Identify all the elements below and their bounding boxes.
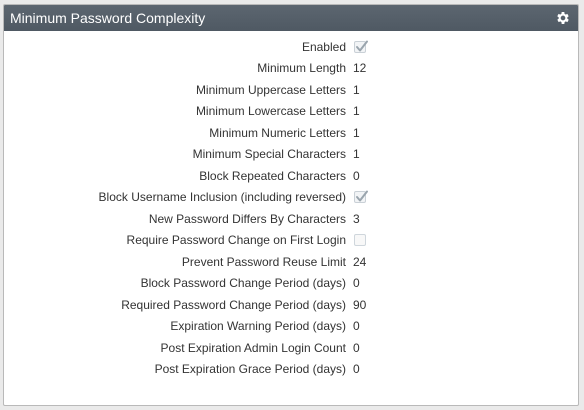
setting-row-post-expiration-admin-login-count: Post Expiration Admin Login Count 0 — [4, 337, 578, 359]
require-password-change-on-first-login-checkbox[interactable] — [354, 234, 366, 247]
setting-row-prevent-password-reuse-limit: Prevent Password Reuse Limit 24 — [4, 251, 578, 273]
setting-value: 3 — [353, 211, 360, 226]
setting-value: 1 — [353, 104, 360, 119]
setting-label: Post Expiration Grace Period (days) — [154, 362, 346, 377]
setting-row-expiration-warning-period: Expiration Warning Period (days) 0 — [4, 316, 578, 338]
enabled-checkbox[interactable] — [354, 40, 368, 53]
setting-row-post-expiration-grace-period: Post Expiration Grace Period (days) 0 — [4, 359, 578, 381]
setting-value: 0 — [353, 362, 360, 377]
setting-row-minimum-special-characters: Minimum Special Characters 1 — [4, 144, 578, 166]
gear-icon[interactable] — [554, 9, 572, 27]
setting-row-enabled: Enabled — [4, 36, 578, 58]
setting-row-block-repeated-characters: Block Repeated Characters 0 — [4, 165, 578, 187]
setting-label: Required Password Change Period (days) — [121, 297, 346, 312]
setting-label: Minimum Uppercase Letters — [195, 82, 346, 97]
setting-label: New Password Differs By Characters — [148, 211, 346, 226]
setting-label: Minimum Special Characters — [192, 147, 346, 162]
setting-value: 0 — [353, 319, 360, 334]
setting-label: Require Password Change on First Login — [126, 233, 346, 248]
checkmark-icon — [356, 190, 368, 202]
setting-label: Block Username Inclusion (including reve… — [98, 190, 346, 205]
setting-value: 1 — [353, 82, 360, 97]
setting-value: 0 — [353, 340, 360, 355]
setting-value: 0 — [353, 168, 360, 183]
setting-row-block-password-change-period: Block Password Change Period (days) 0 — [4, 273, 578, 295]
setting-value: 24 — [353, 254, 367, 269]
setting-value: 1 — [353, 125, 360, 140]
panel-header: Minimum Password Complexity — [4, 5, 578, 31]
setting-row-new-password-differs-by-characters: New Password Differs By Characters 3 — [4, 208, 578, 230]
panel-title: Minimum Password Complexity — [10, 10, 206, 26]
setting-label: Minimum Length — [257, 61, 346, 76]
setting-value: 90 — [353, 297, 367, 312]
setting-label: Prevent Password Reuse Limit — [181, 254, 346, 269]
setting-label: Post Expiration Admin Login Count — [160, 340, 346, 355]
setting-label: Block Password Change Period (days) — [140, 276, 346, 291]
setting-value: 12 — [353, 61, 367, 76]
checkmark-icon — [356, 40, 368, 52]
setting-value: 1 — [353, 147, 360, 162]
block-username-inclusion-checkbox[interactable] — [354, 190, 368, 204]
setting-value: 0 — [353, 276, 360, 291]
setting-row-minimum-uppercase-letters: Minimum Uppercase Letters 1 — [4, 79, 578, 101]
setting-row-minimum-length: Minimum Length 12 — [4, 58, 578, 80]
setting-label: Enabled — [301, 39, 346, 54]
setting-label: Minimum Numeric Letters — [209, 125, 346, 140]
setting-row-minimum-numeric-letters: Minimum Numeric Letters 1 — [4, 122, 578, 144]
setting-label: Minimum Lowercase Letters — [195, 104, 346, 119]
setting-label: Block Repeated Characters — [199, 168, 346, 183]
setting-row-minimum-lowercase-letters: Minimum Lowercase Letters 1 — [4, 101, 578, 123]
setting-label: Expiration Warning Period (days) — [170, 319, 346, 334]
setting-row-require-password-change-on-first-login: Require Password Change on First Login — [4, 230, 578, 252]
setting-row-required-password-change-period: Required Password Change Period (days) 90 — [4, 294, 578, 316]
setting-row-block-username-inclusion: Block Username Inclusion (including reve… — [4, 187, 578, 209]
